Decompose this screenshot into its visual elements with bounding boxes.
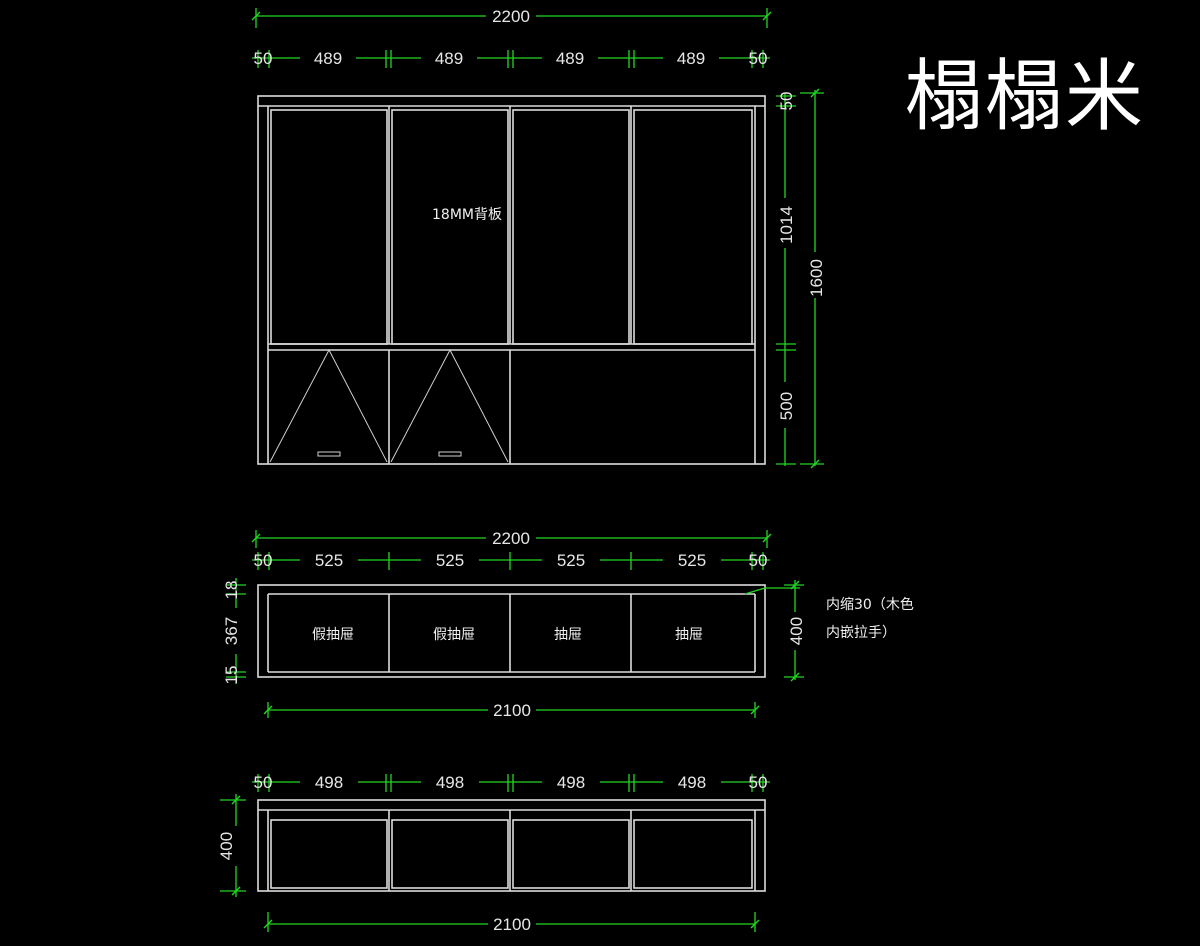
dim-text: 50 [749, 49, 768, 68]
drawer-label: 假抽屉 [433, 627, 475, 643]
front-elevation: 18MM背板 [257, 95, 766, 465]
drawer-bottom-dim: 2100 [263, 701, 760, 720]
dim-text: 2200 [492, 529, 530, 548]
dim-text: 525 [678, 551, 706, 570]
dim-text: 498 [678, 773, 706, 792]
dim-text: 498 [315, 773, 343, 792]
dim-text: 400 [217, 832, 236, 860]
dim-text: 489 [677, 49, 705, 68]
dim-text: 489 [556, 49, 584, 68]
upper-panel [633, 109, 753, 345]
dim-text: 367 [222, 617, 241, 645]
base-segment-dims: 50 498 498 498 498 50 [252, 772, 770, 792]
base-compartment [391, 819, 509, 889]
dim-text: 498 [436, 773, 464, 792]
drawer-cabinet-outline [257, 584, 766, 678]
base-cabinet-outline [257, 799, 766, 892]
dim-text: 50 [254, 49, 273, 68]
dim-text: 400 [787, 617, 806, 645]
base-elevation [257, 799, 766, 892]
door-handle [317, 451, 341, 457]
front-overall-width-dim: 2200 [251, 7, 772, 28]
drawer-elevation: 假抽屉 假抽屉 抽屉 抽屉 内缩30（木色 内嵌拉手） [257, 584, 914, 678]
dim-text: 489 [314, 49, 342, 68]
dim-text: 50 [749, 773, 768, 792]
dim-text: 525 [436, 551, 464, 570]
base-compartment [633, 819, 753, 889]
base-bottom-dim: 2100 [263, 912, 760, 934]
dim-text: 50 [749, 551, 768, 570]
drawer-label: 抽屉 [554, 627, 582, 643]
base-left-dim: 400 [217, 794, 246, 897]
upper-panel [270, 109, 388, 345]
note-leader [744, 587, 800, 595]
upper-panel [512, 109, 630, 345]
dim-text: 489 [435, 49, 463, 68]
front-cabinet-outline [257, 95, 766, 465]
dim-text: 15 [222, 666, 241, 685]
dim-text: 1600 [807, 259, 826, 297]
upper-panel [391, 109, 509, 345]
backboard-label: 18MM背板 [432, 207, 502, 223]
dim-text: 50 [254, 773, 273, 792]
drawer-label: 假抽屉 [312, 627, 354, 643]
page-title: 榻榻米 [905, 52, 1146, 142]
drawer-segment-dims: 50 525 525 525 525 50 [252, 550, 770, 570]
dim-text: 2100 [493, 915, 531, 934]
drawer-left-dims: 18 367 15 [220, 578, 246, 684]
door-swing-indicator [390, 348, 509, 463]
dim-text: 2200 [492, 7, 530, 26]
recess-note: 内缩30（木色 [826, 596, 914, 613]
dim-text: 500 [777, 392, 796, 420]
dim-text: 2100 [493, 701, 531, 720]
dim-text: 525 [315, 551, 343, 570]
dim-text: 50 [254, 551, 273, 570]
base-compartment [512, 819, 630, 889]
dim-text: 525 [557, 551, 585, 570]
door-handle [438, 451, 462, 457]
door-swing-indicator [269, 348, 388, 463]
dim-text: 50 [777, 92, 796, 111]
drawer-label: 抽屉 [675, 627, 703, 643]
drawer-right-dim: 400 [784, 580, 806, 682]
dim-text: 18 [222, 581, 241, 600]
recess-note: 内嵌拉手） [826, 625, 896, 641]
drawer-overall-width-dim: 2200 [251, 529, 772, 548]
dim-text: 1014 [777, 206, 796, 244]
front-height-dims: 50 1014 500 1600 [775, 88, 826, 469]
dim-text: 498 [557, 773, 585, 792]
front-segment-dims: 50 489 489 489 489 50 [252, 48, 770, 68]
base-compartment [270, 819, 388, 889]
